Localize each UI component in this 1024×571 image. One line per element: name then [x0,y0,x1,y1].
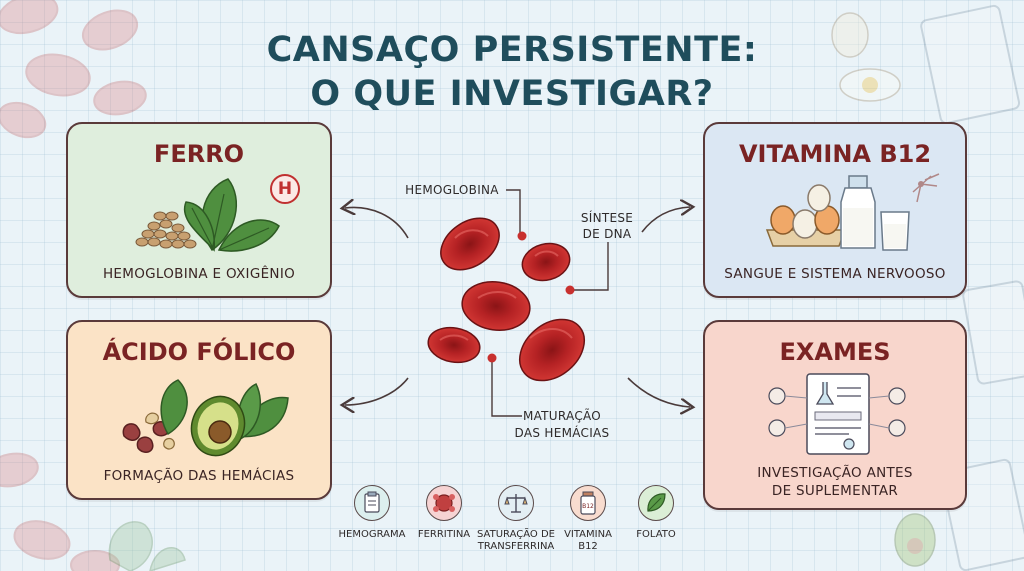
card-folico-title: ÁCIDO FÓLICO [102,338,296,366]
blood-cell-4 [427,326,481,364]
label-maturacao: MATURAÇÃO DAS HEMÁCIAS [510,408,614,442]
connector-hemoglobina [506,189,521,234]
exam-saturacao [498,485,534,521]
arrow-to-b12 [641,207,690,233]
arrow-to-folico [345,377,409,405]
lab-report-icon [768,373,906,455]
arrow-to-ferro [345,207,409,239]
blood-cell-2 [521,242,571,282]
exam-saturacao-label-line-1: SATURAÇÃO DE [477,529,555,540]
card-exames-subtitle: INVESTIGAÇÃO ANTES DE SUPLEMENTAR [705,464,965,500]
card-b12: VITAMINA B12 SANGUE E SISTEMA NERVOOSO [703,122,967,298]
exam-ferritina [426,485,462,521]
hemoglobin-badge-letter: H [277,179,293,199]
exam-b12: B12 [570,485,606,521]
page-title: CANSAÇO PERSISTENTE: O QUE INVESTIGAR? [0,28,1024,116]
bottle-icon-text: B12 [582,503,594,510]
card-exames-title: EXAMES [779,338,891,366]
iron-foods-icon [135,178,280,252]
title-line-2: O QUE INVESTIGAR? [310,74,714,114]
card-folico-subtitle: FORMAÇÃO DAS HEMÁCIAS [103,468,295,484]
card-exames-subtitle-line-2: DE SUPLEMENTAR [771,483,899,499]
folate-foods-icon [122,379,289,457]
card-ferro-title: FERRO [153,140,245,168]
card-b12-title: VITAMINA B12 [738,140,932,168]
exam-b12-label-line-2: B12 [578,541,598,552]
arrow-to-exames [627,377,690,407]
exam-b12-label-line-1: VITAMINA [564,529,612,540]
exam-folato-label: FOLATO [636,529,676,540]
label-sintese-line-1: SÍNTESE [580,211,634,225]
exam-b12-label: VITAMINA B12 [548,529,628,553]
label-maturacao-line-2: DAS HEMÁCIAS [514,426,610,440]
exam-saturacao-label: SATURAÇÃO DE TRANSFERRINA [466,529,566,553]
exam-ferritina-label: FERRITINA [417,529,471,540]
label-sintese-line-2: DE DNA [582,227,632,241]
hemoglobin-badge-icon: H [270,174,300,204]
leaf-icon [647,493,666,512]
card-exames: EXAMES INVESTIGAÇÃO ANTES DE SUPLEMENTAR [703,320,967,510]
clipboard-icon [364,491,380,513]
bottle-icon: B12 [580,491,596,515]
exam-hemograma-label: HEMOGRAMA [338,529,406,540]
title-line-1: CANSAÇO PERSISTENTE: [266,30,758,70]
card-ferro: FERRO H HEMOGLOBINA E OXIGÊNIO [66,122,332,298]
connector-sintese [572,242,609,291]
connector-maturacao [491,360,522,417]
molecule-icon [433,494,455,512]
exam-saturacao-label-line-2: TRANSFERRINA [477,541,555,552]
card-ferro-subtitle: HEMOGLOBINA E OXIGÊNIO [102,266,296,282]
b12-foods-icon [765,173,940,251]
label-hemoglobina: HEMOGLOBINA [405,183,499,197]
exam-hemograma [354,485,390,521]
label-sintese-dna: SÍNTESE DE DNA [568,210,646,242]
label-maturacao-line-1: MATURAÇÃO [522,409,602,423]
blood-cell-1 [440,217,500,271]
scale-icon [504,494,528,513]
blood-cell-3 [461,281,531,331]
card-folico: ÁCIDO FÓLICO FORMAÇÃO DAS HEMÁCIAS [66,320,332,500]
card-exames-subtitle-line-1: INVESTIGAÇÃO ANTES [757,465,913,481]
exam-folato [638,485,674,521]
card-b12-subtitle: SANGUE E SISTEMA NERVOOSO [724,266,946,282]
